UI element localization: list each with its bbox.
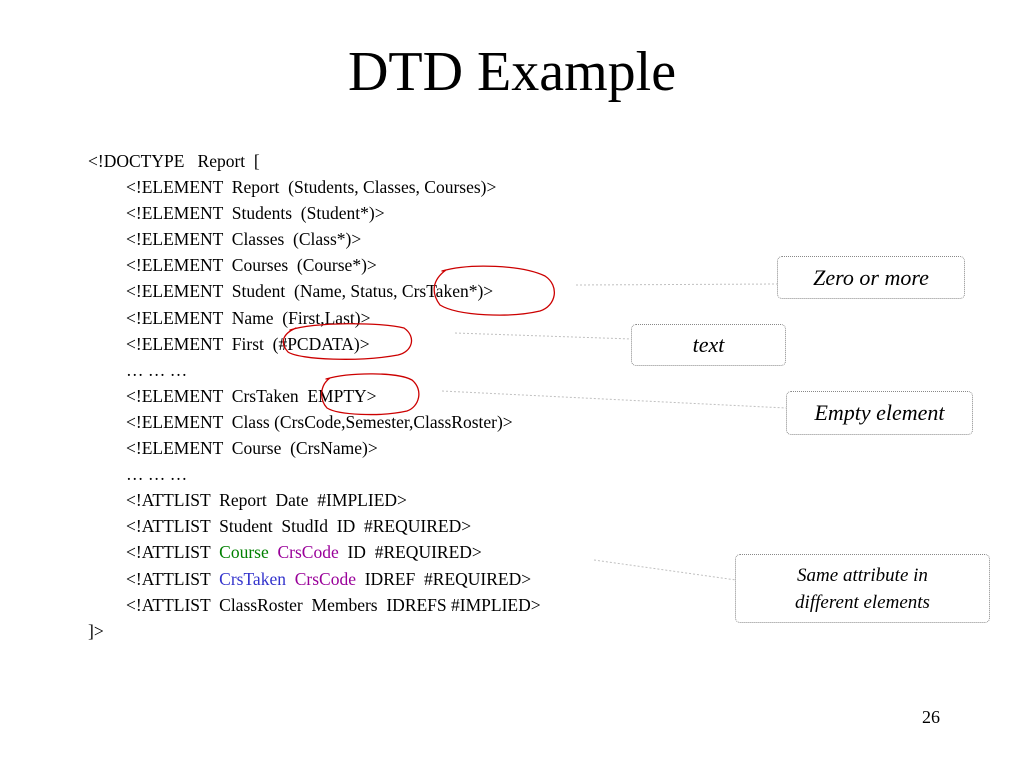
crscode-attribute-name: CrsCode (294, 568, 356, 589)
ellipsis-line: … … … (126, 464, 188, 485)
callout-text-label: text (692, 332, 725, 357)
callout-empty-element-label: Empty element (814, 400, 945, 425)
crstaken-element-name: CrsTaken (219, 568, 286, 589)
dtd-code-block: <!DOCTYPE Report [ <!ELEMENT Report (Stu… (88, 148, 648, 644)
callout-same-attribute-label: Same attribute in different elements (795, 564, 930, 613)
attlist-classroster-line: <!ATTLIST ClassRoster Members IDREFS #IM… (126, 594, 541, 615)
attlist-student-line: <!ATTLIST Student StudId ID #REQUIRED> (126, 516, 472, 537)
element-courses-line: <!ELEMENT Courses (Course*)> (126, 255, 377, 276)
crscode-attribute-name: CrsCode (277, 542, 339, 563)
callout-zero-or-more: Zero or more (777, 256, 965, 299)
page-number: 26 (922, 707, 940, 727)
callout-zero-or-more-label: Zero or more (813, 264, 929, 290)
attlist-report-line: <!ATTLIST Report Date #IMPLIED> (126, 490, 407, 511)
doctype-close-line: ]> (88, 620, 104, 641)
element-name-line: <!ELEMENT Name (First,Last)> (126, 307, 371, 328)
callout-same-attribute: Same attribute in different elements (735, 554, 990, 623)
element-crstaken-line: <!ELEMENT CrsTaken EMPTY> (126, 385, 377, 406)
callout-empty-element: Empty element (786, 391, 973, 435)
element-student-line: <!ELEMENT Student (Name, Status, CrsTake… (126, 281, 494, 302)
element-course-line: <!ELEMENT Course (CrsName)> (126, 438, 378, 459)
slide-title: DTD Example (347, 41, 677, 103)
attlist-keyword: <!ATTLIST (126, 542, 220, 563)
element-report-line: <!ELEMENT Report (Students, Classes, Cou… (126, 177, 497, 198)
element-first-line: <!ELEMENT First (#PCDATA)> (126, 333, 370, 354)
course-element-name: Course (219, 542, 269, 563)
element-students-line: <!ELEMENT Students (Student*)> (126, 203, 385, 224)
ellipsis-line: … … … (126, 359, 188, 380)
attlist-crstaken-line: <!ATTLIST CrsTaken CrsCode IDREF #REQUIR… (88, 566, 648, 592)
element-classes-line: <!ELEMENT Classes (Class*)> (126, 229, 362, 250)
element-class-line: <!ELEMENT Class (CrsCode,Semester,ClassR… (126, 411, 513, 432)
attlist-type: IDREF #REQUIRED> (355, 568, 532, 589)
callout-text: text (631, 324, 786, 366)
attlist-keyword: <!ATTLIST (126, 568, 220, 589)
attlist-type: ID #REQUIRED> (338, 542, 482, 563)
doctype-open-line: <!DOCTYPE Report [ (88, 151, 260, 171)
attlist-course-line: <!ATTLIST Course CrsCode ID #REQUIRED> (88, 539, 648, 565)
